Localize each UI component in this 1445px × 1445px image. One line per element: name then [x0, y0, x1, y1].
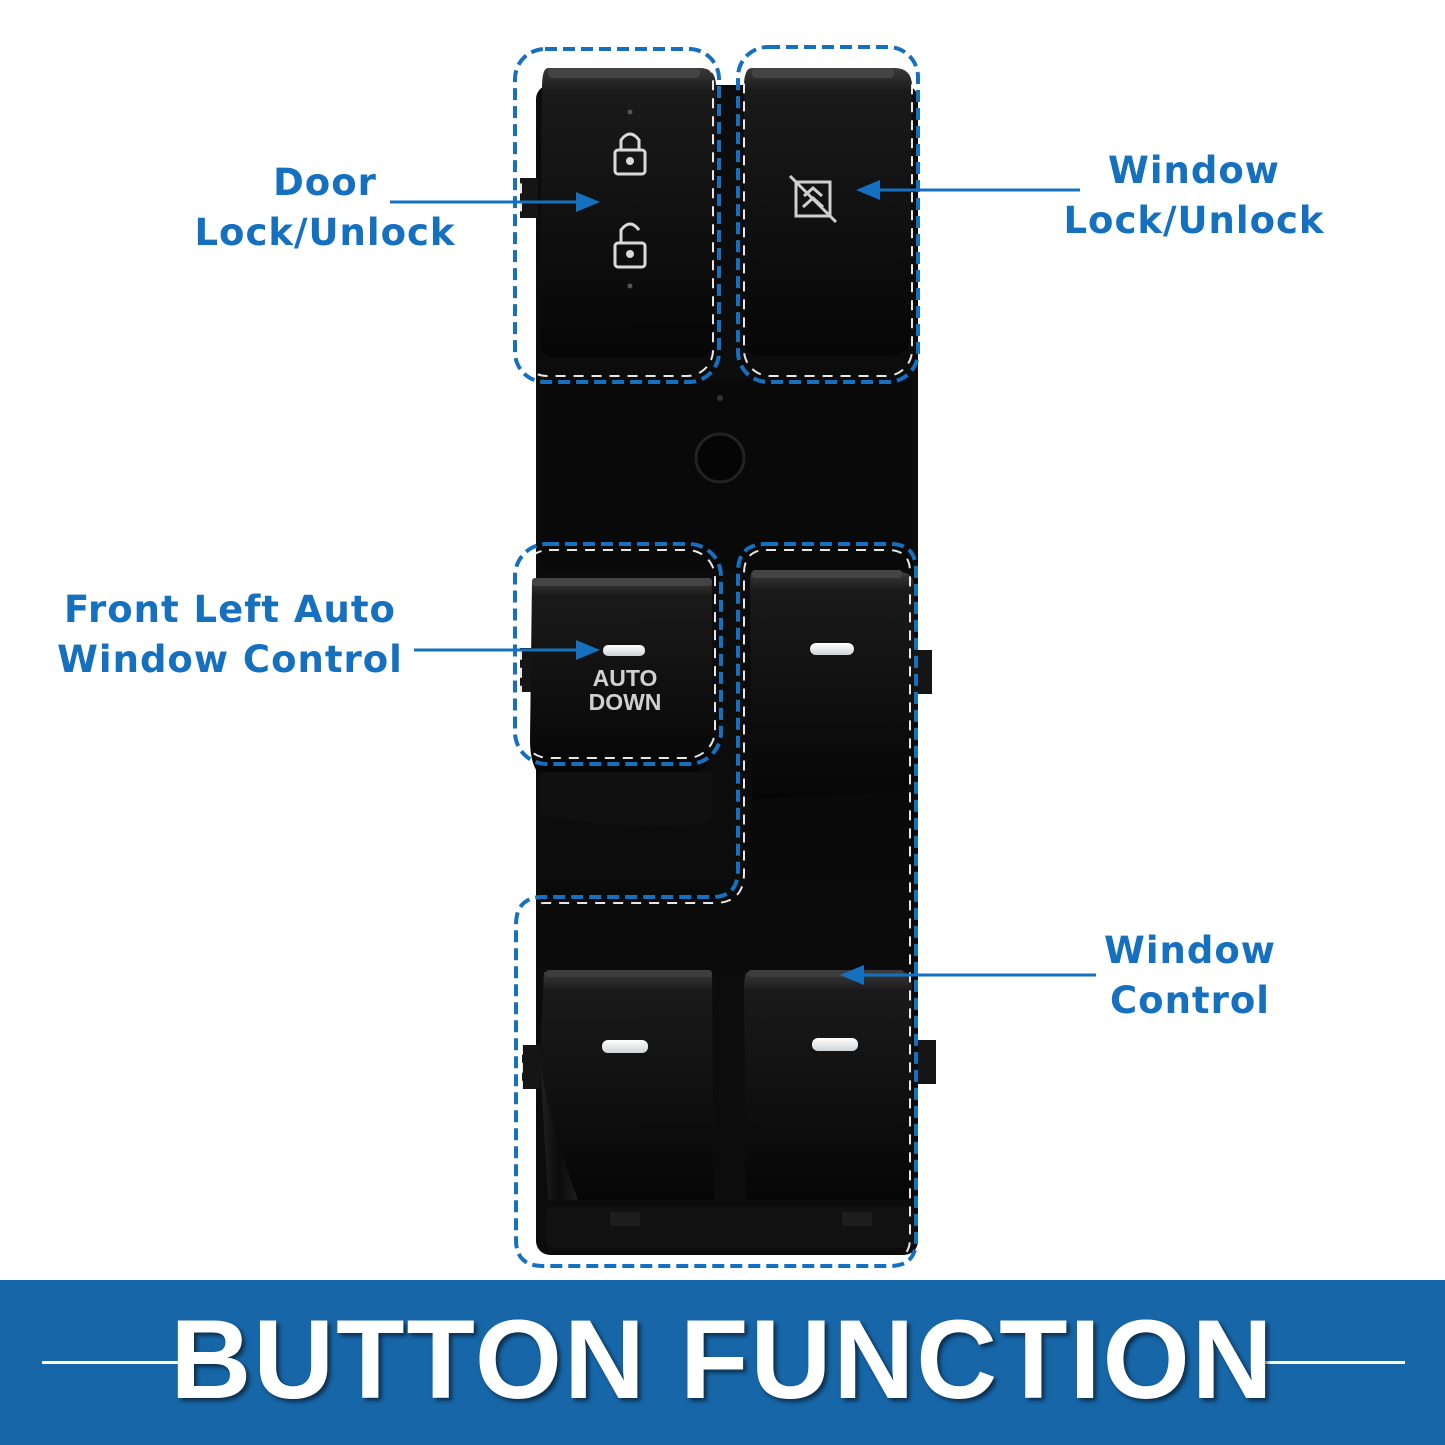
panel-screw-pin — [717, 395, 723, 401]
window-lock-outline — [736, 45, 920, 384]
callout-window-lock-line2: Lock/Unlock — [1063, 199, 1325, 242]
auto-down-indicator-light — [603, 645, 645, 656]
highlight-outlines-inner — [520, 52, 913, 1261]
callout-door-lock-line1: Door — [273, 161, 377, 204]
callout-window-control-line2: Control — [1110, 979, 1270, 1022]
callout-front-left-auto-line2: Window Control — [57, 638, 403, 681]
auto-down-arrow — [414, 640, 600, 660]
window-lock-arrow — [856, 180, 1080, 200]
callout-window-control-line1: Window — [1104, 929, 1276, 972]
unlock-icon — [613, 222, 647, 269]
callout-door-lock-line2: Lock/Unlock — [194, 211, 456, 254]
indicator-dot — [627, 109, 633, 115]
callout-arrows — [390, 180, 1096, 985]
door-lock-arrow — [390, 192, 600, 212]
auto-down-outline — [513, 542, 723, 766]
rear-left-indicator-light — [602, 1040, 648, 1053]
panel-side-tab-right-mid — [914, 650, 932, 694]
banner-rule-right — [1255, 1361, 1405, 1364]
front-right-window-button[interactable] — [750, 570, 914, 880]
indicator-dot — [627, 283, 633, 289]
window-control-outline — [514, 542, 918, 1268]
panel-side-tab-right-low — [918, 1040, 936, 1084]
auto-down-window-button[interactable] — [530, 578, 712, 827]
banner-title: BUTTON FUNCTION — [170, 1297, 1275, 1422]
window-control-arrow — [840, 965, 1096, 985]
panel-side-tab-left-top — [520, 178, 538, 218]
rear-left-window-button[interactable] — [540, 970, 714, 1200]
door-lock-button[interactable] — [540, 68, 716, 358]
rear-right-indicator-light — [812, 1038, 858, 1051]
auto-down-label-line1: AUTO — [593, 665, 658, 691]
panel-bottom-notch — [842, 1212, 872, 1226]
panel-bottom-notch — [610, 1212, 640, 1226]
callout-door-lock: Door Lock/Unlock — [185, 158, 465, 258]
door-lock-outline — [513, 47, 721, 384]
auto-down-label-line2: DOWN — [589, 689, 662, 715]
callout-window-lock: Window Lock/Unlock — [1054, 146, 1334, 246]
callout-front-left-auto-line1: Front Left Auto — [64, 588, 396, 631]
banner-rule-left — [42, 1361, 194, 1364]
lock-icon — [613, 132, 647, 176]
highlight-outlines — [513, 45, 920, 1268]
panel-side-tab-left-low — [522, 1045, 540, 1089]
callout-window-lock-line1: Window — [1108, 149, 1280, 192]
front-right-indicator-light — [810, 643, 854, 655]
rear-right-window-button[interactable] — [744, 970, 912, 1200]
callout-front-left-auto: Front Left Auto Window Control — [52, 585, 408, 685]
window-lock-icon — [788, 174, 838, 224]
title-banner — [0, 1280, 1445, 1445]
callout-window-control: Window Control — [1080, 926, 1300, 1026]
panel-screw — [694, 432, 746, 484]
